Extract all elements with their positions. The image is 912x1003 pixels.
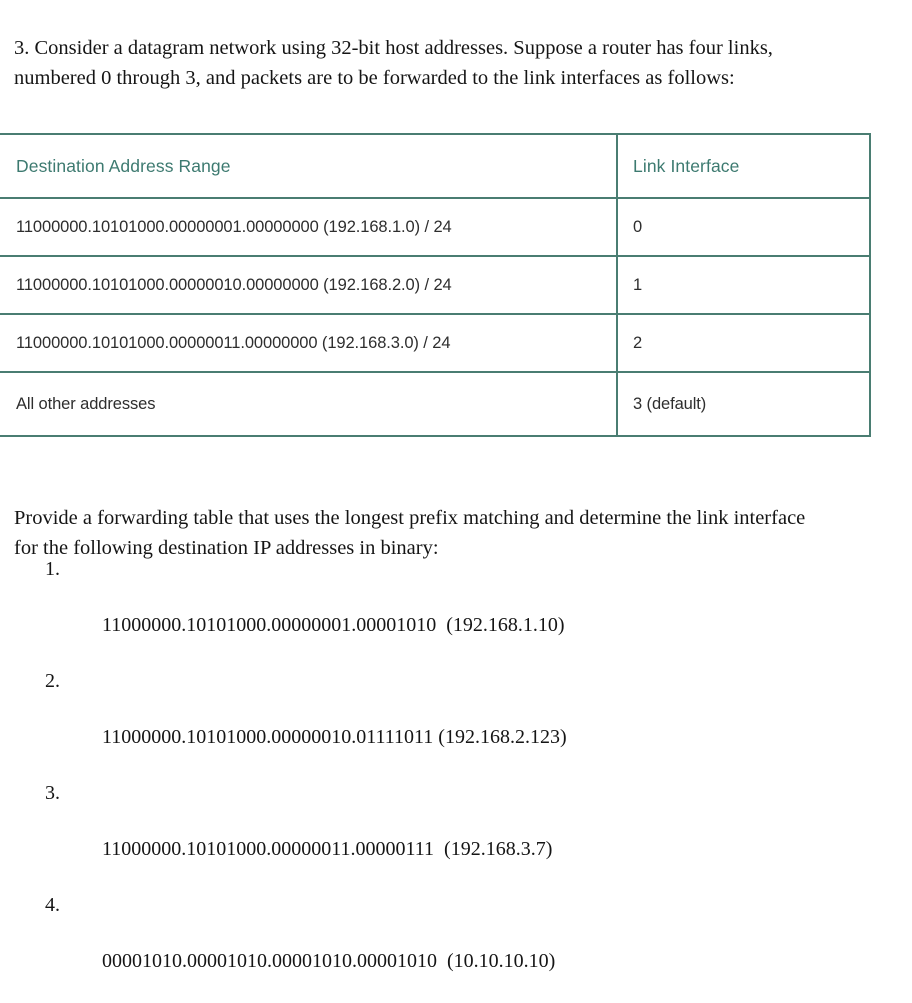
list-item: 2. 11000000.10101000.00000010.01111011 (… xyxy=(45,667,567,779)
list-item-text: 00001010.00001010.00001010.00001010 (10.… xyxy=(102,950,556,972)
table-row: 11000000.10101000.00000011.00000000 (192… xyxy=(0,313,871,373)
cell-link-interface: 0 xyxy=(616,197,871,257)
list-item: 1. 11000000.10101000.00000001.00001010 (… xyxy=(45,555,567,667)
list-item-marker: 2. xyxy=(45,670,60,692)
table-row: 11000000.10101000.00000001.00000000 (192… xyxy=(0,197,871,257)
destination-address-list: 1. 11000000.10101000.00000001.00001010 (… xyxy=(0,555,567,1003)
cell-link-interface: 1 xyxy=(616,255,871,315)
question-intro-paragraph: 3. Consider a datagram network using 32-… xyxy=(14,36,773,90)
list-item-marker: 3. xyxy=(45,782,60,804)
cell-link-interface: 3 (default) xyxy=(616,371,871,437)
list-item-text: 11000000.10101000.00000001.00001010 (192… xyxy=(102,614,565,636)
cell-destination-address-range: 11000000.10101000.00000001.00000000 (192… xyxy=(0,197,618,257)
column-header-link-interface: Link Interface xyxy=(616,133,871,199)
cell-destination-address-range: 11000000.10101000.00000011.00000000 (192… xyxy=(0,313,618,373)
table-header: Destination Address Range Link Interface xyxy=(0,133,871,199)
list-item: 4. 00001010.00001010.00001010.00001010 (… xyxy=(45,891,567,1003)
list-item: 3. 11000000.10101000.00000011.00000111 (… xyxy=(45,779,567,891)
table-row: All other addresses 3 (default) xyxy=(0,371,871,437)
cell-destination-address-range: 11000000.10101000.00000010.00000000 (192… xyxy=(0,255,618,315)
table-header-row: Destination Address Range Link Interface xyxy=(0,133,871,199)
forwarding-table: Destination Address Range Link Interface… xyxy=(0,133,871,437)
forwarding-table-container: Destination Address Range Link Interface… xyxy=(0,133,871,437)
list-item-marker: 4. xyxy=(45,894,60,916)
column-header-destination-address-range: Destination Address Range xyxy=(0,133,618,199)
table-body: 11000000.10101000.00000001.00000000 (192… xyxy=(0,197,871,437)
question-prompt-paragraph: Provide a forwarding table that uses the… xyxy=(14,506,806,560)
list-item-text: 11000000.10101000.00000011.00000111 (192… xyxy=(102,838,553,860)
cell-destination-address-range: All other addresses xyxy=(0,371,618,437)
cell-link-interface: 2 xyxy=(616,313,871,373)
document-page: 3. Consider a datagram network using 32-… xyxy=(0,36,871,972)
list-item-marker: 1. xyxy=(45,558,60,580)
list-item-text: 11000000.10101000.00000010.01111011 (192… xyxy=(102,726,567,748)
table-row: 11000000.10101000.00000010.00000000 (192… xyxy=(0,255,871,315)
